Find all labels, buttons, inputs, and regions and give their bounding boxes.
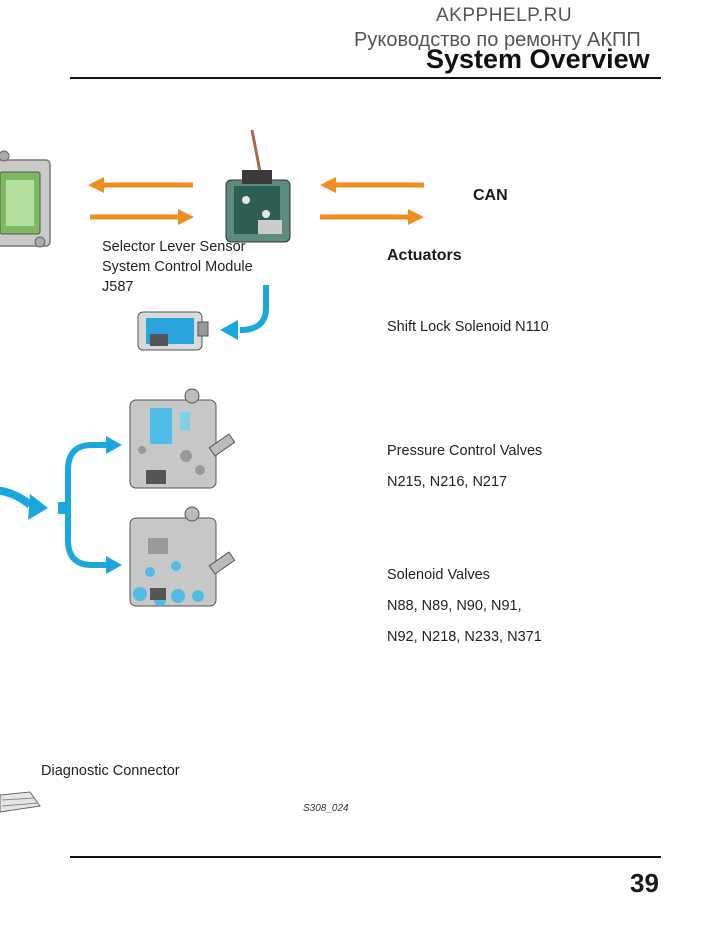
solenoid-valves-ids-1: N88, N89, N90, N91, — [387, 598, 522, 614]
diagnostic-connector-image — [0, 791, 41, 813]
valve-body-solenoid-image — [129, 506, 236, 607]
header-rule — [70, 77, 661, 79]
watermark-subtitle: Руководство по ремонту АКПП — [354, 29, 641, 51]
page-title: System Overview — [426, 44, 650, 74]
figure-id: S308_024 — [303, 803, 349, 814]
selector-lever-line-2: System Control Module — [102, 259, 253, 275]
control-unit-image — [0, 150, 51, 248]
footer-rule — [70, 856, 661, 858]
selector-lever-label: Selector Lever Sensor System Control Mod… — [102, 237, 253, 297]
watermark-site: AKPPHELP.RU — [436, 5, 573, 26]
pressure-control-ids: N215, N216, N217 — [387, 474, 508, 490]
valve-body-pressure-image — [129, 388, 236, 489]
pressure-control-title: Pressure Control Valves — [387, 443, 543, 459]
page-number: 39 — [630, 868, 659, 898]
solenoid-valves-ids-2: N92, N218, N233, N371 — [387, 629, 542, 645]
can-label: CAN — [473, 187, 508, 204]
solenoid-valves-title: Solenoid Valves — [387, 567, 490, 583]
selector-lever-line-3: J587 — [102, 279, 134, 295]
selector-lever-module-image — [225, 129, 291, 243]
shift-lock-label: Shift Lock Solenoid N110 — [387, 319, 549, 335]
actuators-heading: Actuators — [387, 247, 462, 264]
shift-lock-solenoid-image — [137, 311, 209, 351]
selector-lever-line-1: Selector Lever Sensor — [102, 239, 246, 255]
can-arrows — [88, 177, 424, 225]
diagnostic-connector-label: Diagnostic Connector — [41, 763, 180, 779]
